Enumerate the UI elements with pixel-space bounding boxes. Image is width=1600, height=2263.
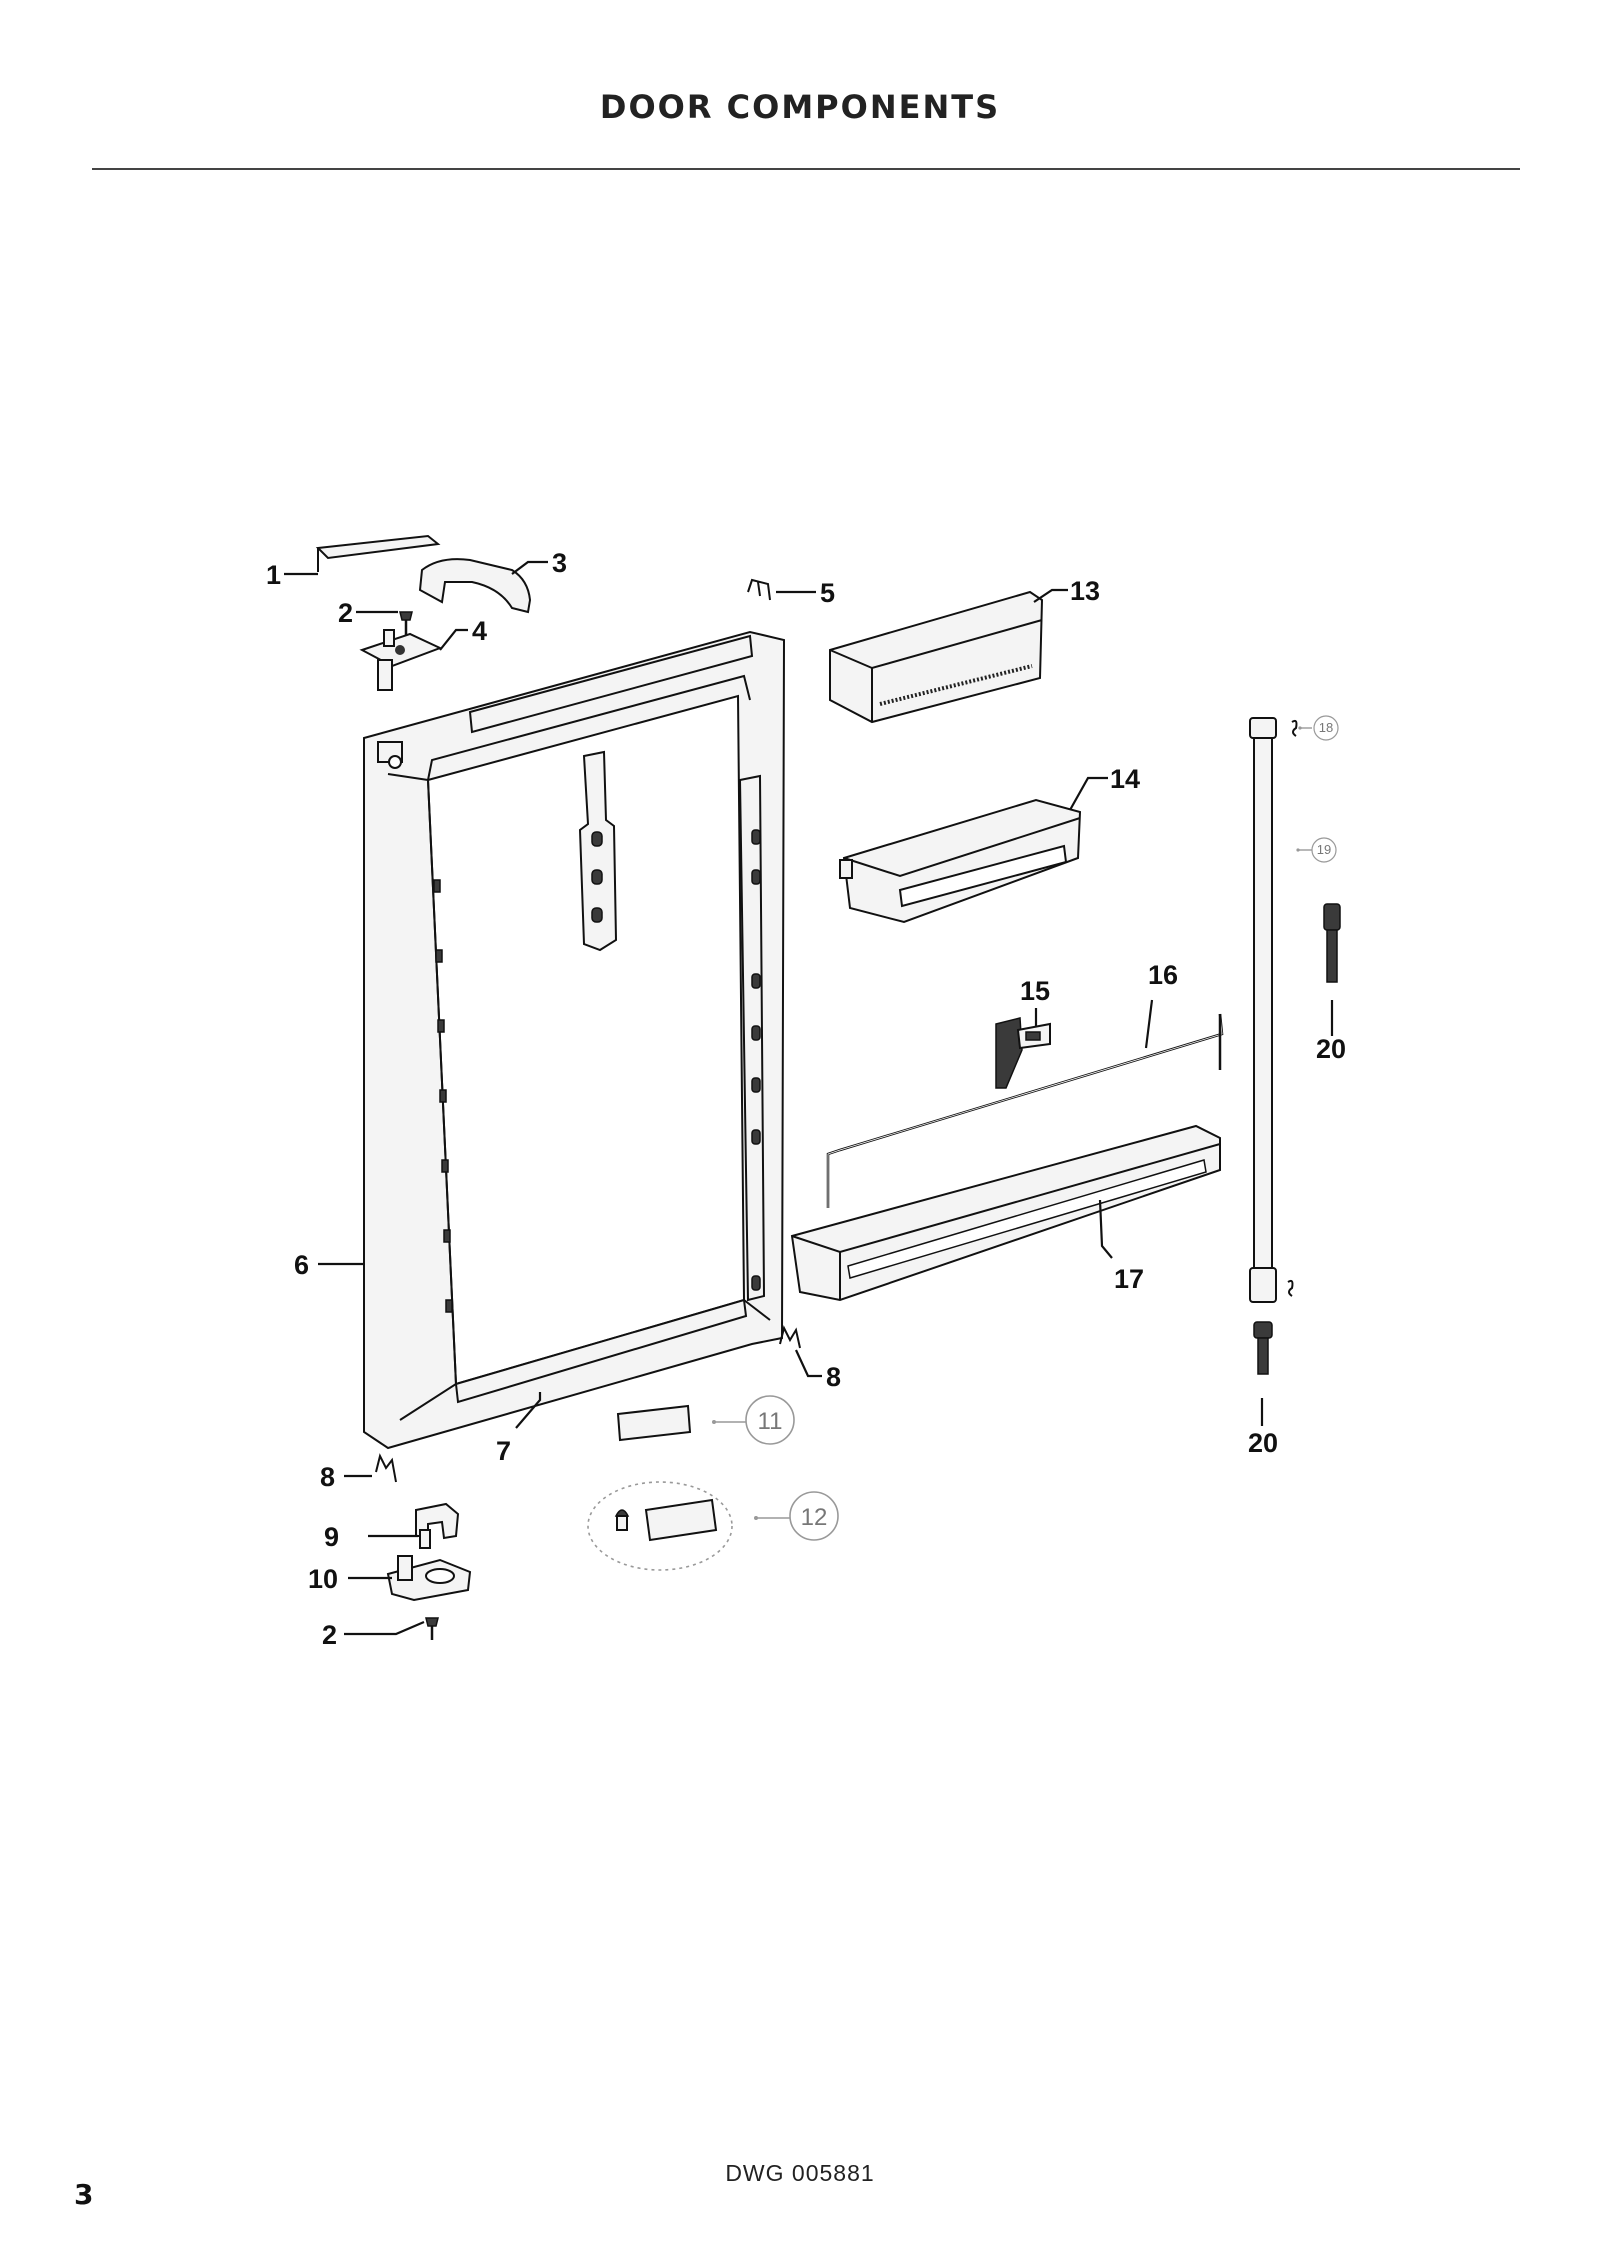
callout-15: 15 xyxy=(1020,976,1050,1006)
part-14-middle-bin xyxy=(839,798,1082,924)
callout-5: 5 xyxy=(820,578,835,608)
part-10-hinge-bracket xyxy=(386,1555,472,1602)
part-20-bolt-lower xyxy=(1253,1321,1273,1375)
callout-9: 9 xyxy=(324,1522,339,1552)
title-divider xyxy=(92,168,1520,170)
part-9-hinge-pin xyxy=(415,1502,460,1549)
part-11-trim-block xyxy=(616,1404,692,1442)
callout-11-circle: 11 xyxy=(745,1395,795,1445)
callout-19: 19 xyxy=(1317,842,1331,857)
part-1-hinge-cover xyxy=(315,534,441,572)
part-17-lower-bin xyxy=(790,1124,1221,1302)
part-5-clip xyxy=(747,578,771,601)
part-2-screw-bottom xyxy=(425,1617,439,1640)
callout-7: 7 xyxy=(496,1436,511,1466)
callout-1: 1 xyxy=(266,560,281,590)
part-15-bin-clip xyxy=(995,1017,1051,1089)
leader-lines xyxy=(284,560,1334,1636)
callout-12: 12 xyxy=(801,1504,828,1531)
callout-14: 14 xyxy=(1110,764,1140,794)
callout-19-circle: 19 xyxy=(1311,837,1337,863)
callout-2-top: 2 xyxy=(338,598,353,628)
callout-10: 10 xyxy=(308,1564,338,1594)
part-18-handle-screw xyxy=(1291,719,1298,737)
part-6-door-liner xyxy=(363,630,786,1450)
callout-11: 11 xyxy=(758,1408,783,1435)
page-number: 3 xyxy=(74,2178,94,2211)
callout-3: 3 xyxy=(552,548,567,578)
part-2-screw-top xyxy=(399,611,413,636)
part-19-door-handle xyxy=(1249,717,1277,1303)
part-16-retaining-rod xyxy=(826,1013,1224,1208)
part-4-hinge-bracket xyxy=(359,629,443,691)
part-8-clip-left xyxy=(375,1453,397,1483)
drawing-number: DWG 005881 xyxy=(725,2160,875,2186)
part-3-hinge-arm xyxy=(418,558,532,614)
callout-18-circle: 18 xyxy=(1313,715,1339,741)
callout-8-left: 8 xyxy=(320,1462,335,1492)
callout-18: 18 xyxy=(1319,720,1333,735)
part-20-bolt-upper xyxy=(1323,903,1341,983)
callout-17: 17 xyxy=(1114,1264,1144,1294)
part-12-kit xyxy=(587,1481,733,1571)
callout-8-right: 8 xyxy=(826,1362,841,1392)
callout-20-upper: 20 xyxy=(1316,1034,1346,1064)
part-13-upper-bin xyxy=(829,590,1044,724)
callout-2-bottom: 2 xyxy=(322,1620,337,1650)
part-8-clip-right xyxy=(779,1325,801,1349)
page-title: DOOR COMPONENTS xyxy=(599,88,1001,126)
part-18-handle-screw-lower xyxy=(1287,1279,1294,1297)
callout-16: 16 xyxy=(1148,960,1178,990)
callout-13: 13 xyxy=(1070,576,1100,606)
callout-20-lower: 20 xyxy=(1248,1428,1278,1458)
callout-4: 4 xyxy=(472,616,487,646)
callout-6: 6 xyxy=(294,1250,309,1280)
callout-12-circle: 12 xyxy=(789,1491,839,1541)
